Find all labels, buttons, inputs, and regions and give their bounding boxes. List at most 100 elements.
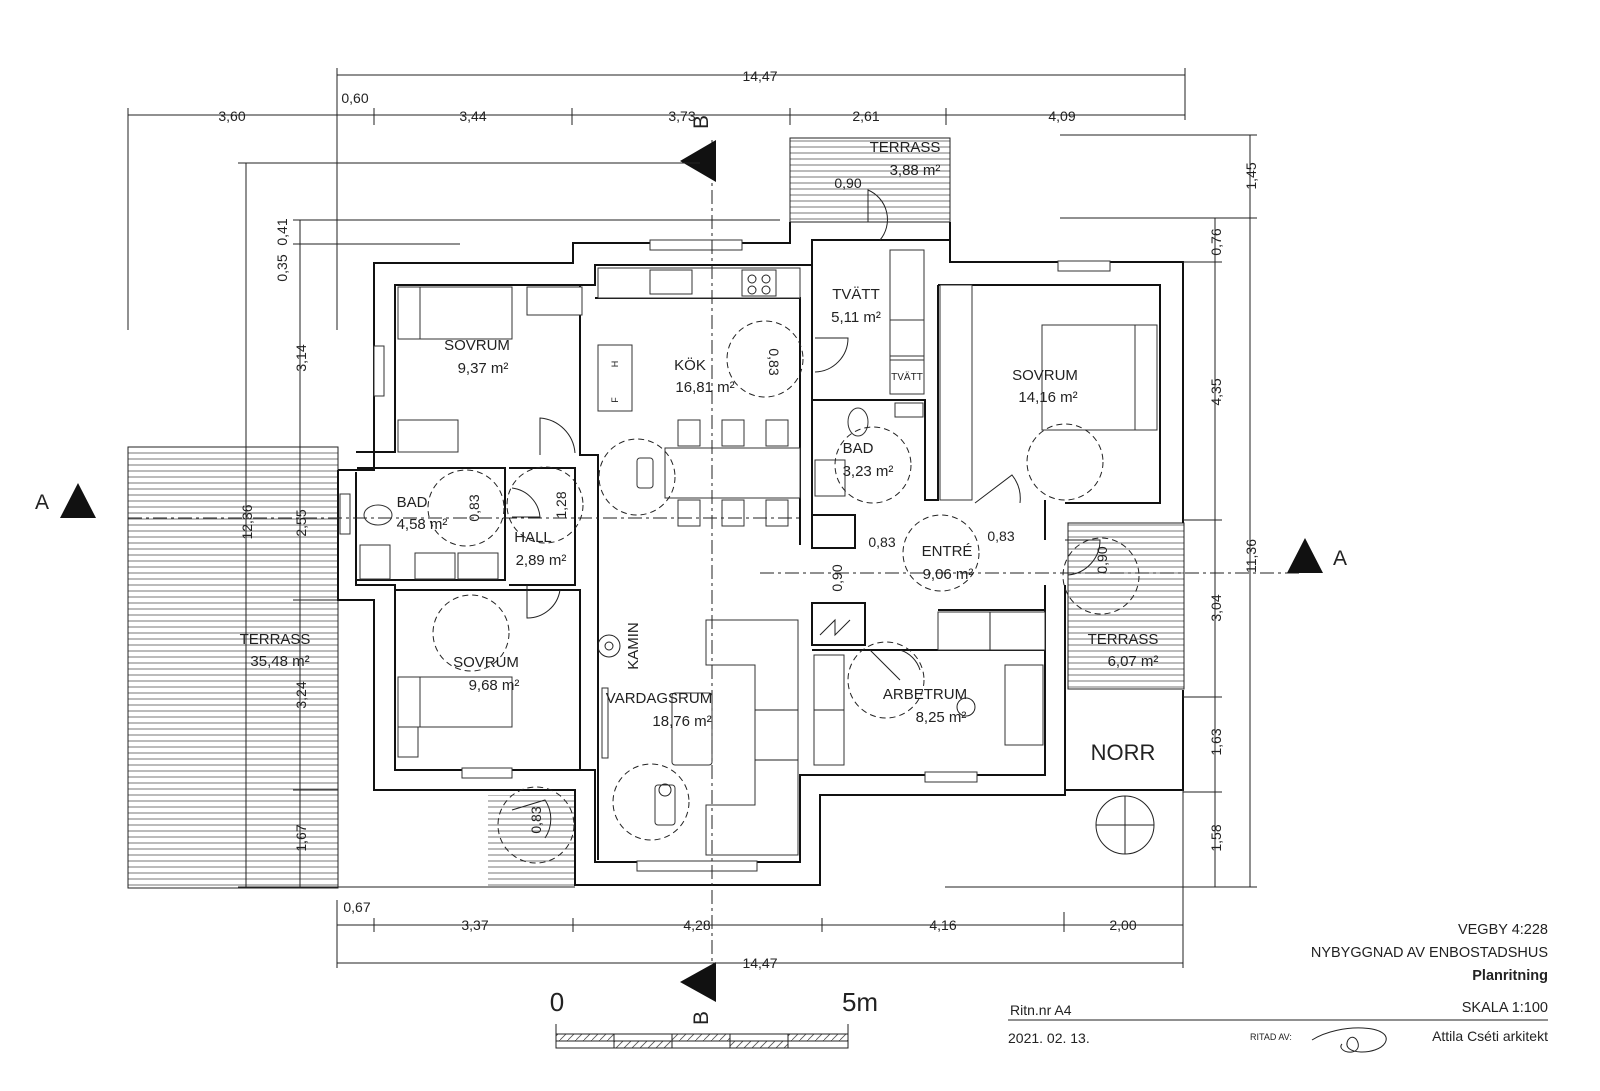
door-width-dim: 0,83 bbox=[868, 534, 895, 550]
north-label: NORR bbox=[1091, 740, 1156, 765]
outer-walls bbox=[337, 222, 1184, 886]
door-width-dim: 0,90 bbox=[834, 175, 861, 191]
project-title: NYBYGGNAD AV ENBOSTADSHUS bbox=[1310, 945, 1548, 961]
section-a-left-letter: A bbox=[35, 491, 49, 514]
top-seg-dim: 4,09 bbox=[1048, 108, 1075, 124]
windows bbox=[339, 239, 1111, 872]
top-seg-dim: 3,44 bbox=[459, 108, 486, 124]
section-b-bottom-arrow bbox=[680, 962, 716, 1002]
section-b-top-letter: B bbox=[690, 115, 713, 129]
room-area: 9,37 m² bbox=[458, 360, 509, 377]
terraces bbox=[127, 137, 1185, 889]
room-name: BAD bbox=[397, 494, 428, 511]
room-name: TERRASS bbox=[240, 631, 311, 648]
signature-icon bbox=[1311, 1027, 1387, 1053]
scale-bar-start: 0 bbox=[550, 987, 564, 1017]
terrace-east-deck bbox=[1067, 522, 1185, 690]
room-name: BAD bbox=[843, 440, 874, 457]
room-area: 3,88 m² bbox=[890, 162, 941, 179]
scale-bar-end: 5m bbox=[842, 987, 878, 1017]
bottom-overall-dim: 14,47 bbox=[742, 955, 777, 971]
architect-name: Attila Cséti arkitekt bbox=[1432, 1028, 1548, 1044]
left-seg-dim: 0,41 bbox=[274, 218, 290, 245]
room-name: HALL bbox=[514, 529, 552, 546]
room-name: TVÄTT bbox=[832, 286, 880, 303]
top-seg-dim: 3,73 bbox=[668, 108, 695, 124]
room-area: 4,58 m² bbox=[397, 516, 448, 533]
room-area: 3,23 m² bbox=[843, 463, 894, 480]
drawing-title: Planritning bbox=[1472, 968, 1548, 984]
top-overall-dim: 14,47 bbox=[742, 68, 777, 84]
room-area: 14,16 m² bbox=[1018, 389, 1077, 406]
room-area: 9,06 m² bbox=[923, 566, 974, 583]
bottom-seg-dim: 4,16 bbox=[929, 917, 956, 933]
room-area: 35,48 m² bbox=[250, 653, 309, 670]
left-overall-dim: 12,36 bbox=[239, 504, 255, 539]
room-area: 6,07 m² bbox=[1108, 653, 1159, 670]
door-width-dim: 0,90 bbox=[829, 564, 845, 591]
room-area: 2,89 m² bbox=[516, 552, 567, 569]
section-a-left-arrow bbox=[60, 483, 96, 518]
room-name: TERRASS bbox=[870, 139, 941, 156]
room-area: 5,11 m² bbox=[831, 309, 881, 326]
dimension-lines bbox=[127, 68, 1257, 968]
room-area: 18,76 m² bbox=[652, 713, 711, 730]
top-offset-dim: 0,60 bbox=[341, 90, 368, 106]
door-width-dim: 0,83 bbox=[466, 494, 482, 521]
section-b-top-arrow bbox=[680, 140, 716, 182]
room-name: ARBETRUM bbox=[883, 686, 967, 703]
section-letters: A A B B bbox=[35, 115, 1347, 1025]
room-name: SOVRUM bbox=[1012, 367, 1078, 384]
room-name: KÖK bbox=[674, 356, 706, 374]
right-seg-dim: 4,35 bbox=[1208, 378, 1224, 405]
room-name: SOVRUM bbox=[453, 654, 519, 671]
scale-bar: 0 5m bbox=[550, 987, 878, 1049]
door-width-dim: 0,83 bbox=[987, 528, 1014, 544]
door-width-dim: 0,83 bbox=[766, 348, 782, 375]
left-seg-dim: 3,24 bbox=[293, 681, 309, 708]
right-seg-dim: 1,45 bbox=[1243, 162, 1259, 189]
north-indicator: NORR bbox=[1091, 740, 1156, 855]
title-block: VEGBY 4:228 NYBYGGNAD AV ENBOSTADSHUS Pl… bbox=[1000, 918, 1560, 1088]
section-a-right-arrow bbox=[1287, 538, 1323, 573]
door-swings bbox=[511, 189, 1101, 839]
right-seg-dim: 1,58 bbox=[1208, 824, 1224, 851]
room-name: SOVRUM bbox=[444, 337, 510, 354]
top-seg-dim: 2,61 bbox=[852, 108, 879, 124]
tvatt-machine-label: TVÄTT bbox=[891, 371, 923, 383]
terrace-north-deck bbox=[789, 137, 951, 223]
section-lines bbox=[60, 140, 1323, 1002]
fridge-f-label: F bbox=[610, 397, 620, 403]
drawing-scale: SKALA 1:100 bbox=[1461, 1000, 1548, 1016]
fridge-h-label: H bbox=[610, 361, 620, 368]
room-labels: TERRASS 3,88 m² TVÄTT 5,11 m² SOVRUM 9,3… bbox=[240, 139, 1159, 730]
section-b-bottom-letter: B bbox=[690, 1011, 713, 1025]
room-area: 9,68 m² bbox=[469, 677, 520, 694]
door-width-dim: 1,28 bbox=[553, 491, 569, 518]
top-seg-dim: 3,60 bbox=[218, 108, 245, 124]
section-a-right-letter: A bbox=[1333, 547, 1347, 570]
bottom-offset-dim: 0,67 bbox=[343, 899, 370, 915]
left-seg-dim: 0,35 bbox=[274, 254, 290, 281]
furniture bbox=[359, 249, 1158, 856]
dimension-labels: 14,47 0,60 3,60 3,44 3,73 2,61 4,09 0,67… bbox=[218, 68, 1259, 971]
room-name: VARDAGSRUM bbox=[606, 690, 712, 707]
drawing-date: 2021. 02. 13. bbox=[1008, 1030, 1090, 1046]
room-area: 16,81 m² bbox=[675, 379, 734, 396]
drawing-number: Ritn.nr A4 bbox=[1010, 1002, 1072, 1018]
door-width-dim: 0,90 bbox=[1094, 546, 1110, 573]
terrace-west-deck bbox=[127, 446, 339, 889]
left-seg-dim: 1,67 bbox=[293, 824, 309, 851]
door-width-dim: 0,83 bbox=[528, 806, 544, 833]
room-name: TERRASS bbox=[1088, 631, 1159, 648]
turning-circles bbox=[427, 320, 1140, 864]
left-seg-dim: 3,14 bbox=[293, 344, 309, 371]
terrace-south-deck bbox=[488, 795, 574, 887]
bottom-seg-dim: 2,00 bbox=[1109, 917, 1136, 933]
bottom-seg-dim: 3,37 bbox=[461, 917, 488, 933]
room-name: ENTRÉ bbox=[922, 543, 973, 560]
left-seg-dim: 2,55 bbox=[293, 509, 309, 536]
right-overall-dim: 11,36 bbox=[1243, 539, 1259, 573]
right-seg-dim: 3,04 bbox=[1208, 594, 1224, 621]
